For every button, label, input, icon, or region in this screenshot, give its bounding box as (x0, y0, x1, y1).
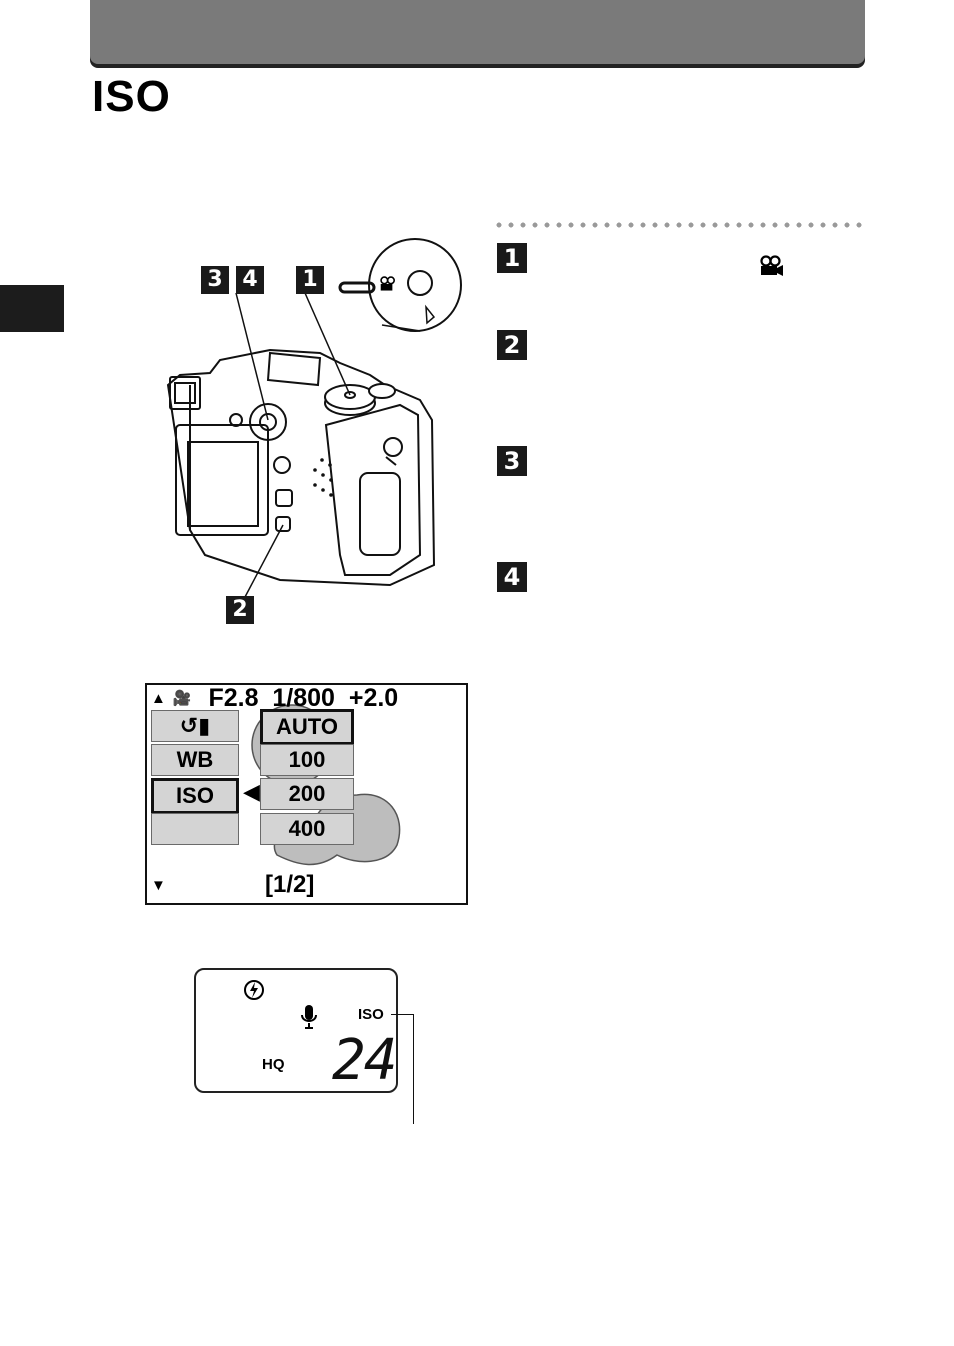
header-bar (90, 0, 865, 64)
menu-item-iso[interactable]: ISO (151, 778, 239, 814)
movie-camera-icon: 🎥 (172, 690, 192, 707)
down-arrow-icon: ▼ (151, 877, 166, 894)
iso-option-100[interactable]: 100 (260, 744, 354, 776)
step-2-badge: 2 (497, 330, 527, 360)
iso-option-200[interactable]: 200 (260, 778, 354, 810)
step-4-badge: 4 (497, 562, 527, 592)
callout-2: 2 (226, 596, 254, 624)
callout-1: 1 (296, 266, 324, 294)
control-panel-display: ISO HQ 24 (194, 968, 398, 1093)
shutter-value: 1/800 (272, 684, 335, 712)
callout-4: 4 (236, 266, 264, 294)
page-title: ISO (92, 72, 171, 121)
lcd-status-bar: ▲ 🎥 F2.8 1/800 +2.0 (151, 685, 461, 711)
self-timer-icon: ↺▮ (179, 713, 211, 738)
menu-item-empty[interactable] (151, 813, 239, 845)
up-arrow-icon: ▲ (151, 690, 166, 707)
iso-indicator: ISO (358, 1006, 384, 1023)
iso-option-auto[interactable]: AUTO (260, 709, 354, 745)
page-indicator: [1/2] (265, 871, 315, 898)
callout-3: 3 (201, 266, 229, 294)
mode-dial-icon (380, 276, 395, 291)
step-3-badge: 3 (497, 446, 527, 476)
step-1-badge: 1 (497, 243, 527, 273)
microphone-icon (301, 1005, 317, 1029)
menu-item-wb[interactable]: WB (151, 744, 239, 776)
dotted-rule (493, 222, 865, 228)
menu-item-self-timer[interactable]: ↺▮ (151, 710, 239, 742)
lcd-menu-screen: ▲ 🎥 F2.8 1/800 +2.0 ↺▮ WB ISO ◀ AUTO 100… (145, 683, 468, 905)
left-arrow-icon: ◀ (243, 779, 260, 804)
frame-counter: 24 (332, 1028, 397, 1093)
quality-indicator: HQ (262, 1056, 285, 1073)
flash-off-icon (244, 980, 264, 1000)
aperture-value: F2.8 (208, 684, 259, 712)
iso-leader-line-vertical (413, 1014, 414, 1124)
chapter-tab (0, 285, 64, 332)
camera-illustration (166, 238, 462, 598)
iso-leader-line (391, 1014, 414, 1015)
exposure-value: +2.0 (348, 684, 399, 712)
iso-option-400[interactable]: 400 (260, 813, 354, 845)
movie-camera-icon (760, 255, 783, 276)
